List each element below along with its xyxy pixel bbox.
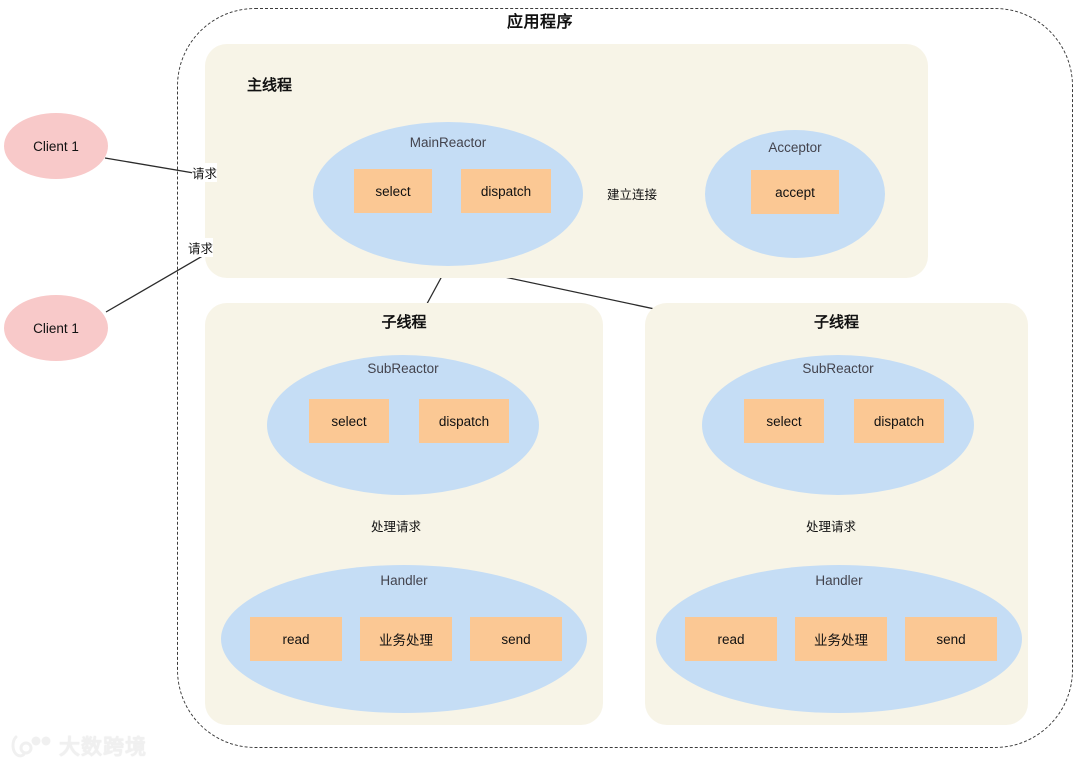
main-reactor-dispatch-box[interactable]: dispatch: [461, 169, 551, 213]
handler-1-process-box[interactable]: 业务处理: [360, 617, 452, 661]
handler-2-label: Handler: [815, 573, 863, 588]
edge-label-client2-request: 请求: [188, 238, 214, 257]
handler-1-ellipse[interactable]: Handler read 业务处理 send: [221, 565, 587, 713]
sub-reactor-1-select-box[interactable]: select: [309, 399, 389, 443]
main-reactor-select-box[interactable]: select: [354, 169, 432, 213]
sub-reactor-2-select-box[interactable]: select: [744, 399, 824, 443]
sub-reactor-2-dispatch-box[interactable]: dispatch: [854, 399, 944, 443]
sub-thread-1-panel: 子线程 SubReactor select dispatch Handler r…: [205, 303, 603, 725]
main-thread-title: 主线程: [247, 77, 293, 94]
application-title: 应用程序: [506, 14, 573, 31]
main-reactor-label: MainReactor: [409, 135, 487, 150]
edge-label-establish-connection: 建立连接: [607, 184, 658, 203]
sub-reactor-1-label: SubReactor: [367, 361, 439, 376]
acceptor-ellipse[interactable]: Acceptor accept: [705, 130, 885, 258]
client-2-label: Client 1: [33, 320, 79, 336]
edge-label-process-request-1: 处理请求: [371, 516, 422, 535]
edge-label-process-request-2: 处理请求: [806, 516, 857, 535]
client-2-node[interactable]: Client 1: [4, 295, 108, 361]
sub-reactor-2-label: SubReactor: [802, 361, 874, 376]
handler-2-process-box[interactable]: 业务处理: [795, 617, 887, 661]
sub-reactor-1-ellipse[interactable]: SubReactor select dispatch: [267, 355, 539, 495]
sub-thread-1-title: 子线程: [381, 314, 427, 331]
handler-1-send-box[interactable]: send: [470, 617, 562, 661]
handler-1-read-box[interactable]: read: [250, 617, 342, 661]
acceptor-accept-box[interactable]: accept: [751, 170, 839, 214]
application-boundary: [177, 8, 1073, 748]
sub-reactor-1-dispatch-box[interactable]: dispatch: [419, 399, 509, 443]
handler-2-send-box[interactable]: send: [905, 617, 997, 661]
circles-logo-icon: [11, 735, 51, 758]
watermark-text: 大数跨境: [59, 736, 147, 759]
sub-reactor-2-ellipse[interactable]: SubReactor select dispatch: [702, 355, 974, 495]
acceptor-label: Acceptor: [768, 140, 822, 155]
handler-1-label: Handler: [380, 573, 428, 588]
sub-thread-2-panel: 子线程 SubReactor select dispatch Handler r…: [645, 303, 1028, 725]
edge-label-client1-request: 请求: [192, 163, 218, 182]
handler-2-ellipse[interactable]: Handler read 业务处理 send: [656, 565, 1022, 713]
client-1-label: Client 1: [33, 138, 79, 154]
watermark: 大数跨境: [10, 731, 147, 761]
handler-2-read-box[interactable]: read: [685, 617, 777, 661]
sub-thread-2-title: 子线程: [813, 314, 859, 331]
main-reactor-ellipse[interactable]: MainReactor select dispatch: [313, 122, 583, 266]
main-thread-panel: 主线程 MainReactor select dispatch Acceptor…: [205, 44, 928, 278]
client-1-node[interactable]: Client 1: [4, 113, 108, 179]
